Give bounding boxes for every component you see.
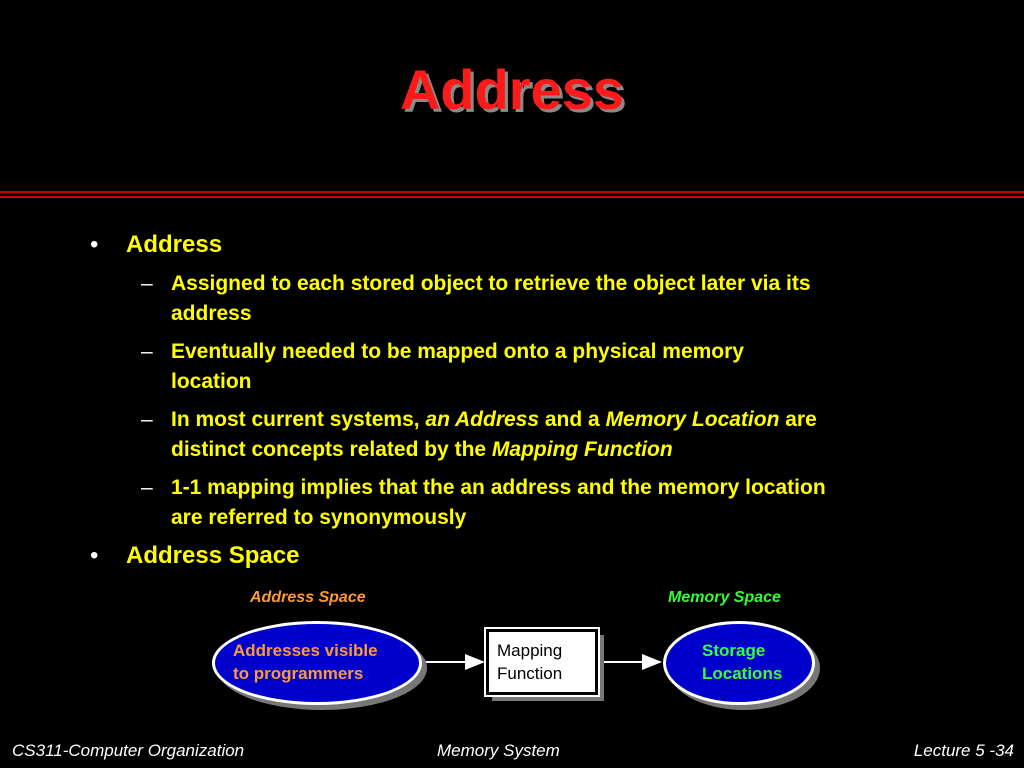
mapping-function-box [484,627,600,697]
memory-space-ellipse [663,621,815,705]
address-space-line1: Addresses visible [233,641,378,660]
mapping-function-text: Mapping Function [497,639,597,685]
mapping-line1: Mapping [497,641,563,660]
mapping-line2: Function [497,664,563,683]
footer-lecture: Lecture 5 -34 [913,741,1014,760]
footer-topic: Memory System [437,741,560,760]
title-divider-top [0,191,1024,193]
address-space-line2: to programmers [233,664,364,683]
memory-space-ellipse-text: Storage Locations [702,639,802,685]
title-divider-bottom [0,196,1024,198]
memory-space-label: Memory Space [668,589,781,606]
memory-space-line2: Locations [702,664,783,683]
address-space-ellipse-text: Addresses visible to programmers [233,639,423,685]
footer-course: CS311-Computer Organization [12,741,245,760]
slide-title: Address [399,58,625,121]
address-space-ellipse [212,621,422,705]
memory-space-line1: Storage [702,641,766,660]
address-space-label: Address Space [250,589,366,606]
